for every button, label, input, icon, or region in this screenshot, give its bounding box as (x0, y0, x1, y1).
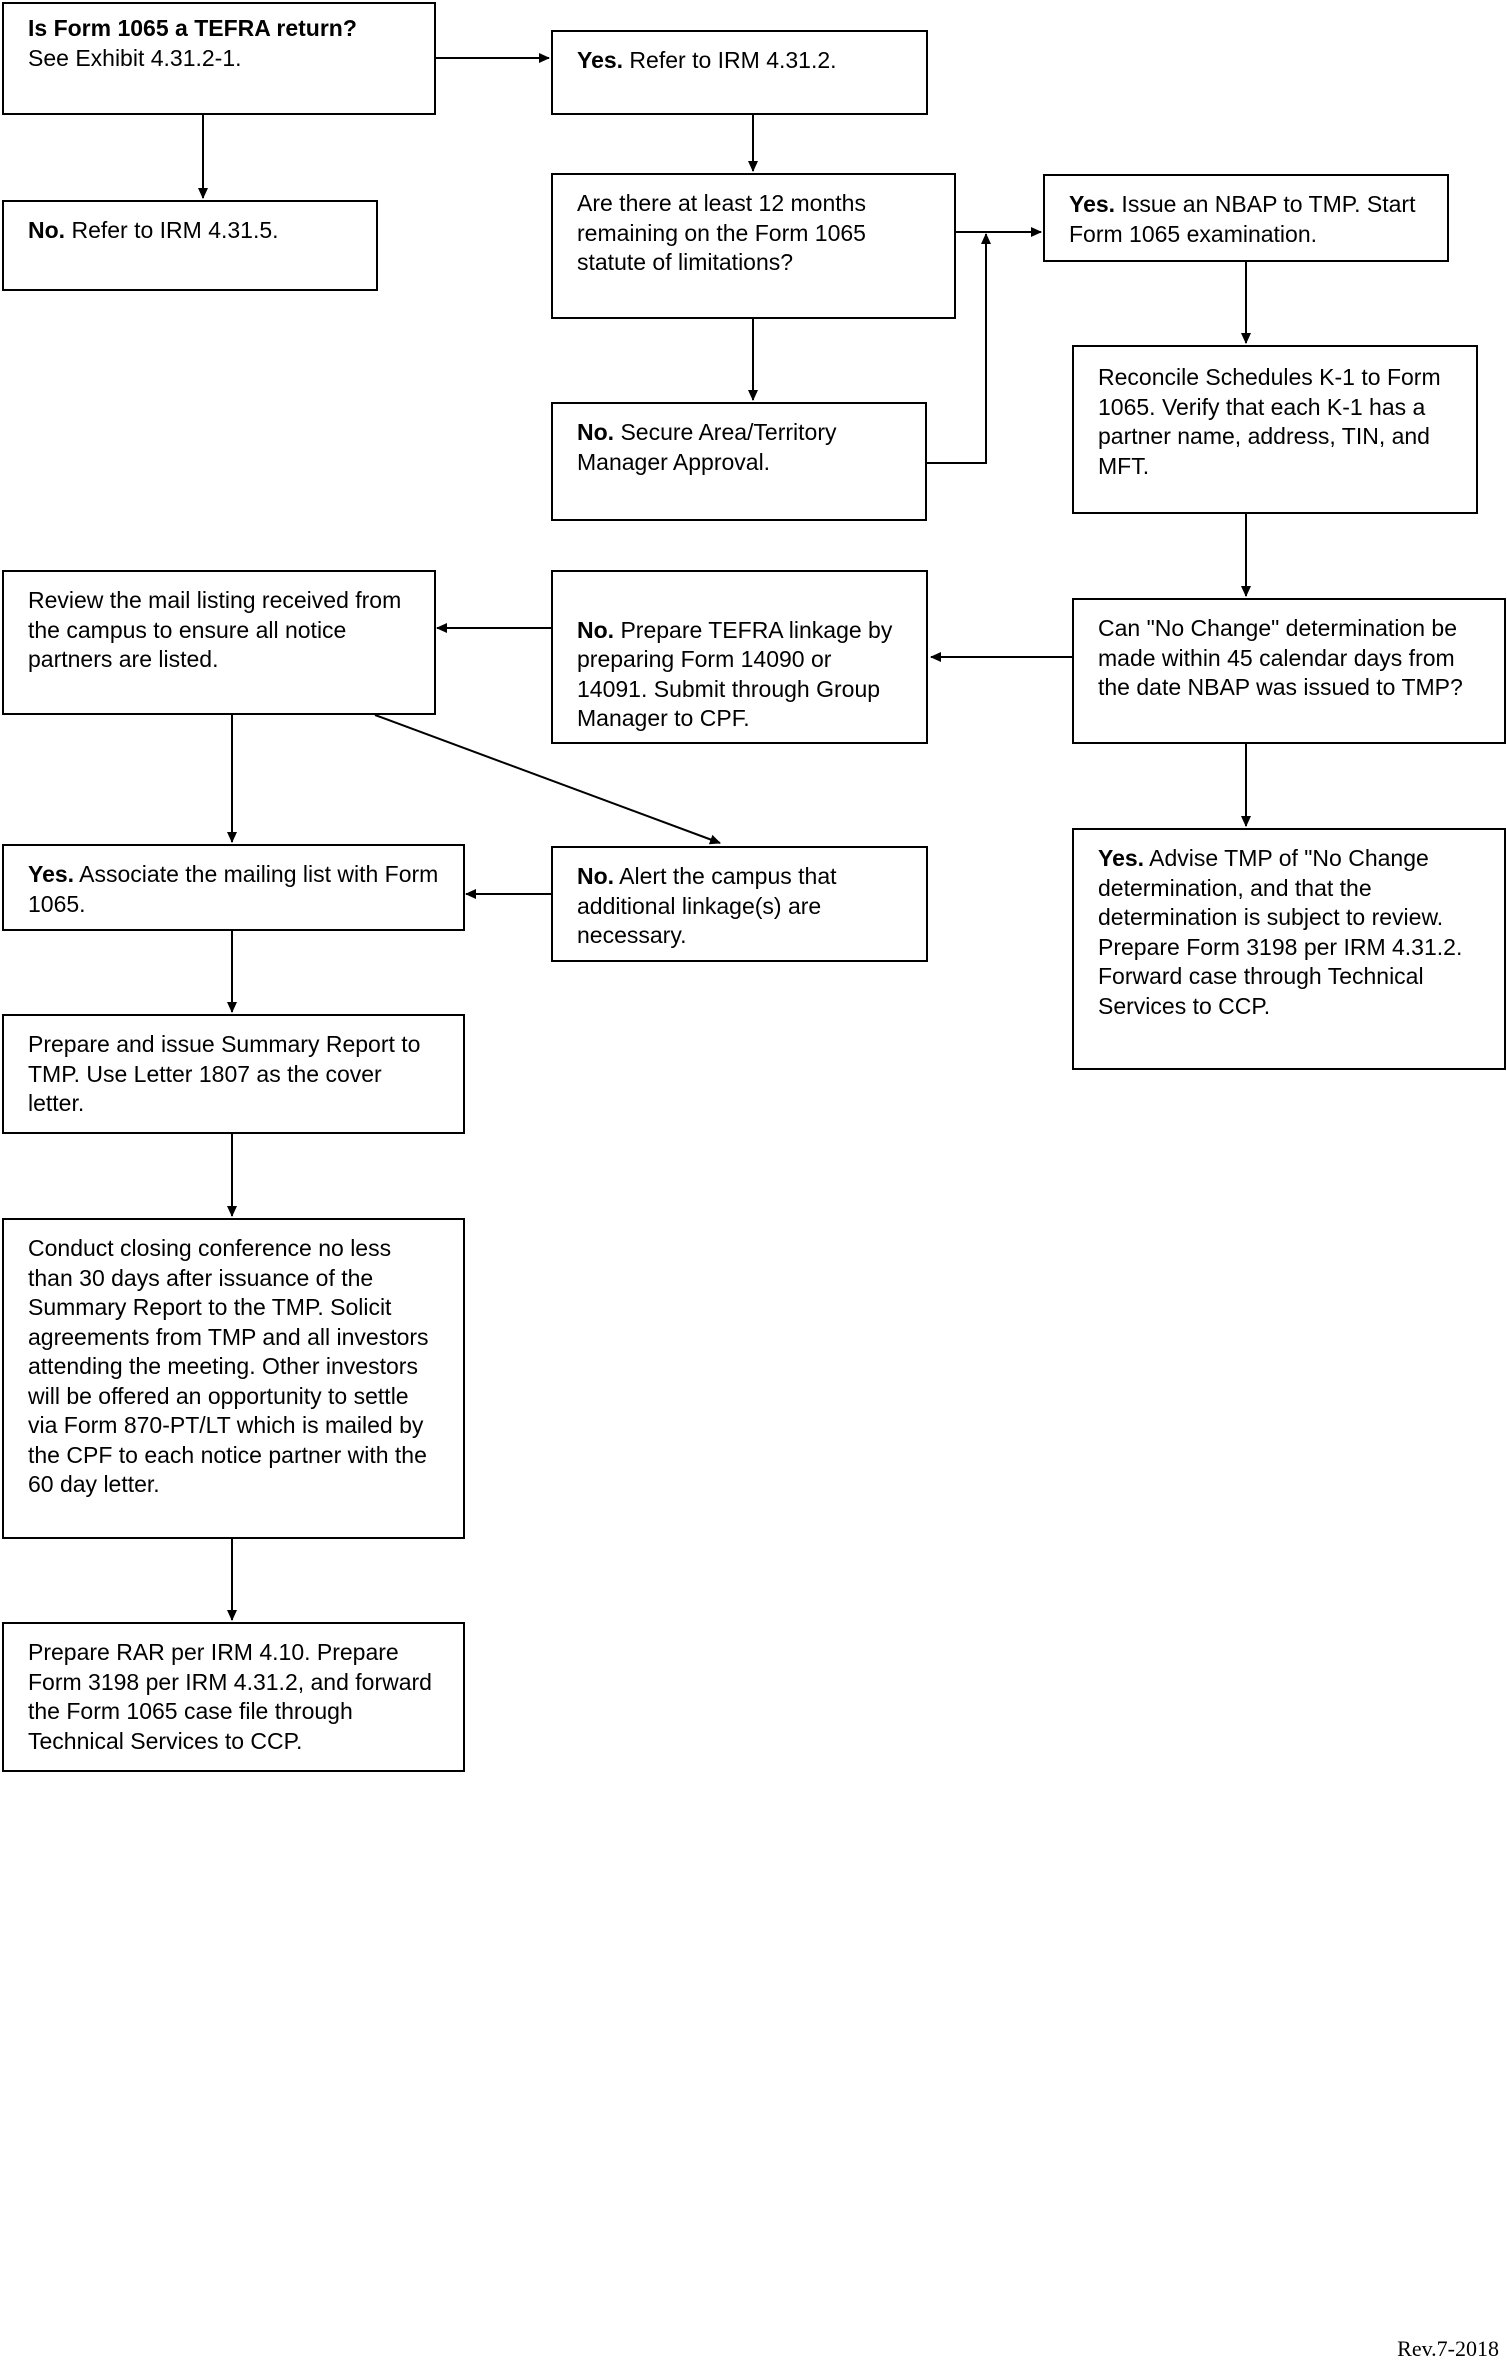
tefra-question-text: See Exhibit 4.31.2-1. (28, 44, 242, 71)
prepare-tefra-linkage-box: No. Prepare TEFRA linkage by preparing F… (551, 570, 928, 744)
yes-refer-irm-4312-box: Yes. Refer to IRM 4.31.2. (551, 30, 928, 115)
review-mail-listing-box: Review the mail listing received from th… (2, 570, 436, 715)
reconcile-schedules-k1-box: Reconcile Schedules K-1 to Form 1065. Ve… (1072, 345, 1478, 514)
advise-tmp-text: Advise TMP of "No Change determination, … (1098, 845, 1463, 1019)
yes-label: Yes. (1069, 191, 1116, 217)
arrow-approval-loop (927, 233, 991, 464)
yes-label: Yes. (1098, 845, 1145, 871)
tefra-return-question-box: Is Form 1065 a TEFRA return? See Exhibit… (2, 2, 436, 115)
yes-irm-4312-text: Refer to IRM 4.31.2. (623, 47, 837, 73)
no-label: No. (577, 419, 615, 445)
no-label: No. (577, 863, 615, 889)
issue-nbap-text: Issue an NBAP to TMP. Start Form 1065 ex… (1069, 191, 1416, 247)
review-mail-listing-text: Review the mail listing received from th… (28, 587, 402, 672)
yes-label: Yes. (577, 47, 624, 73)
prepare-rar-box: Prepare RAR per IRM 4.10. Prepare Form 3… (2, 1622, 465, 1772)
no-change-question-text: Can "No Change" determination be made wi… (1098, 615, 1463, 700)
associate-mailing-list-box: Yes. Associate the mailing list with For… (2, 844, 465, 931)
summary-report-box: Prepare and issue Summary Report to TMP.… (2, 1014, 465, 1134)
issue-nbap-box: Yes. Issue an NBAP to TMP. Start Form 10… (1043, 174, 1449, 262)
secure-manager-approval-box: No. Secure Area/Territory Manager Approv… (551, 402, 927, 521)
no-label: No. (577, 616, 615, 643)
secure-approval-text: Secure Area/Territory Manager Approval. (577, 419, 837, 475)
no-refer-irm-4315-box: No. Refer to IRM 4.31.5. (2, 200, 378, 291)
arrow-review-to-alert (374, 714, 721, 845)
no-label: No. (28, 217, 66, 243)
summary-report-text: Prepare and issue Summary Report to TMP.… (28, 1031, 421, 1116)
statute-question-text: Are there at least 12 months remaining o… (577, 190, 866, 275)
alert-campus-box: No. Alert the campus that additional lin… (551, 846, 928, 962)
closing-conference-text: Conduct closing conference no less than … (28, 1235, 429, 1497)
advise-tmp-no-change-box: Yes. Advise TMP of "No Change determinat… (1072, 828, 1506, 1070)
reconcile-k1-text: Reconcile Schedules K-1 to Form 1065. Ve… (1098, 364, 1441, 479)
prepare-linkage-text: Prepare TEFRA linkage by preparing Form … (577, 616, 893, 743)
no-change-determination-question-box: Can "No Change" determination be made wi… (1072, 598, 1506, 744)
associate-list-text: Associate the mailing list with Form 106… (28, 861, 439, 917)
tefra-question-bold: Is Form 1065 a TEFRA return? (28, 15, 357, 41)
closing-conference-box: Conduct closing conference no less than … (2, 1218, 465, 1539)
no-irm-4315-text: Refer to IRM 4.31.5. (65, 217, 279, 243)
statute-limitations-question-box: Are there at least 12 months remaining o… (551, 173, 956, 319)
yes-label: Yes. (28, 861, 75, 887)
revision-label: Rev.7-2018 (1397, 2336, 1499, 2361)
alert-campus-text: Alert the campus that additional linkage… (577, 863, 837, 948)
prepare-rar-text: Prepare RAR per IRM 4.10. Prepare Form 3… (28, 1639, 432, 1754)
